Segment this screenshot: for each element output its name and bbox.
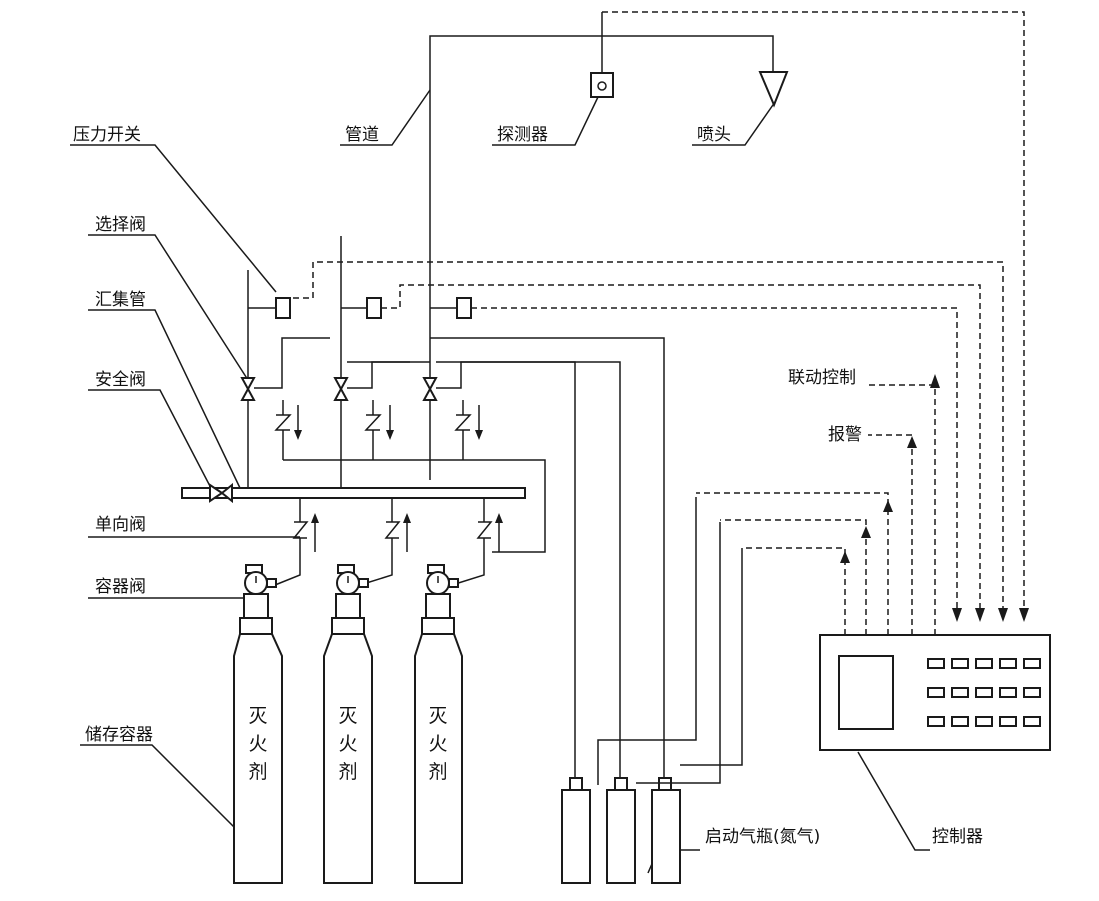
manifold bbox=[181, 482, 526, 504]
cylinder-3-text-3: 剂 bbox=[428, 761, 447, 783]
label-pipeline: 管道 bbox=[345, 125, 379, 145]
label-alarm: 报警 bbox=[828, 425, 862, 445]
check-valves-lower bbox=[274, 498, 503, 586]
safety-valve-icon bbox=[209, 483, 224, 503]
label-linkage-control: 联动控制 bbox=[788, 368, 856, 388]
label-safety-valve: 安全阀 bbox=[95, 370, 146, 390]
pressure-switch-1 bbox=[275, 297, 291, 319]
nozzle-icon bbox=[758, 71, 789, 108]
cylinder-1-text-1: 灭 bbox=[248, 705, 267, 727]
pipe-network bbox=[240, 236, 665, 778]
label-detector: 探测器 bbox=[497, 125, 548, 145]
label-controller: 控制器 bbox=[932, 827, 983, 847]
agent-cylinder-1: 灭 火 剂 bbox=[233, 564, 283, 884]
pressure-switch-3 bbox=[456, 297, 472, 319]
selector-valve-1 bbox=[240, 377, 256, 401]
label-check-valve: 单向阀 bbox=[95, 515, 146, 535]
controller-display bbox=[838, 655, 894, 730]
label-startup-cylinder: 启动气瓶(氮气) bbox=[705, 827, 820, 847]
startup-cylinder-3 bbox=[651, 789, 681, 884]
signal-lines bbox=[283, 261, 1008, 635]
cylinder-1-text-2: 火 bbox=[248, 733, 267, 755]
cylinder-3-text-1: 灭 bbox=[428, 705, 447, 727]
label-manifold: 汇集管 bbox=[95, 290, 146, 310]
controller bbox=[819, 634, 1051, 751]
agent-cylinder-3: 灭 火 剂 bbox=[414, 564, 463, 884]
startup-cylinder-2 bbox=[606, 789, 636, 884]
cylinder-2-text-2: 火 bbox=[338, 733, 357, 755]
startup-cylinder-1 bbox=[561, 789, 591, 884]
detector-nozzle-area bbox=[429, 11, 1029, 622]
label-selector-valve: 选择阀 bbox=[95, 215, 146, 235]
labels: 压力开关 管道 探测器 喷头 选择阀 汇集管 安全阀 单向阀 容器阀 储存容器 … bbox=[73, 125, 983, 847]
label-pressure-switch: 压力开关 bbox=[73, 125, 141, 145]
cylinder-2-text-1: 灭 bbox=[338, 705, 357, 727]
startup-cylinders bbox=[561, 497, 743, 884]
label-storage-container: 储存容器 bbox=[85, 725, 153, 745]
controller-keypad bbox=[927, 658, 1041, 727]
agent-cylinder-2: 灭 火 剂 bbox=[323, 564, 373, 884]
selector-valve-3 bbox=[422, 377, 438, 401]
detector-icon bbox=[590, 72, 614, 98]
label-nozzle: 喷头 bbox=[697, 125, 731, 145]
selector-valve-2 bbox=[333, 377, 349, 401]
leader-lines bbox=[70, 89, 930, 874]
cylinder-3-text-2: 火 bbox=[428, 733, 447, 755]
label-container-valve: 容器阀 bbox=[95, 577, 146, 597]
pressure-switch-2 bbox=[366, 297, 382, 319]
cylinder-2-text-3: 剂 bbox=[338, 761, 357, 783]
cylinder-1-text-3: 剂 bbox=[248, 761, 267, 783]
storage-cylinders: 灭 火 剂 灭 火 剂 灭 火 剂 bbox=[233, 564, 463, 884]
